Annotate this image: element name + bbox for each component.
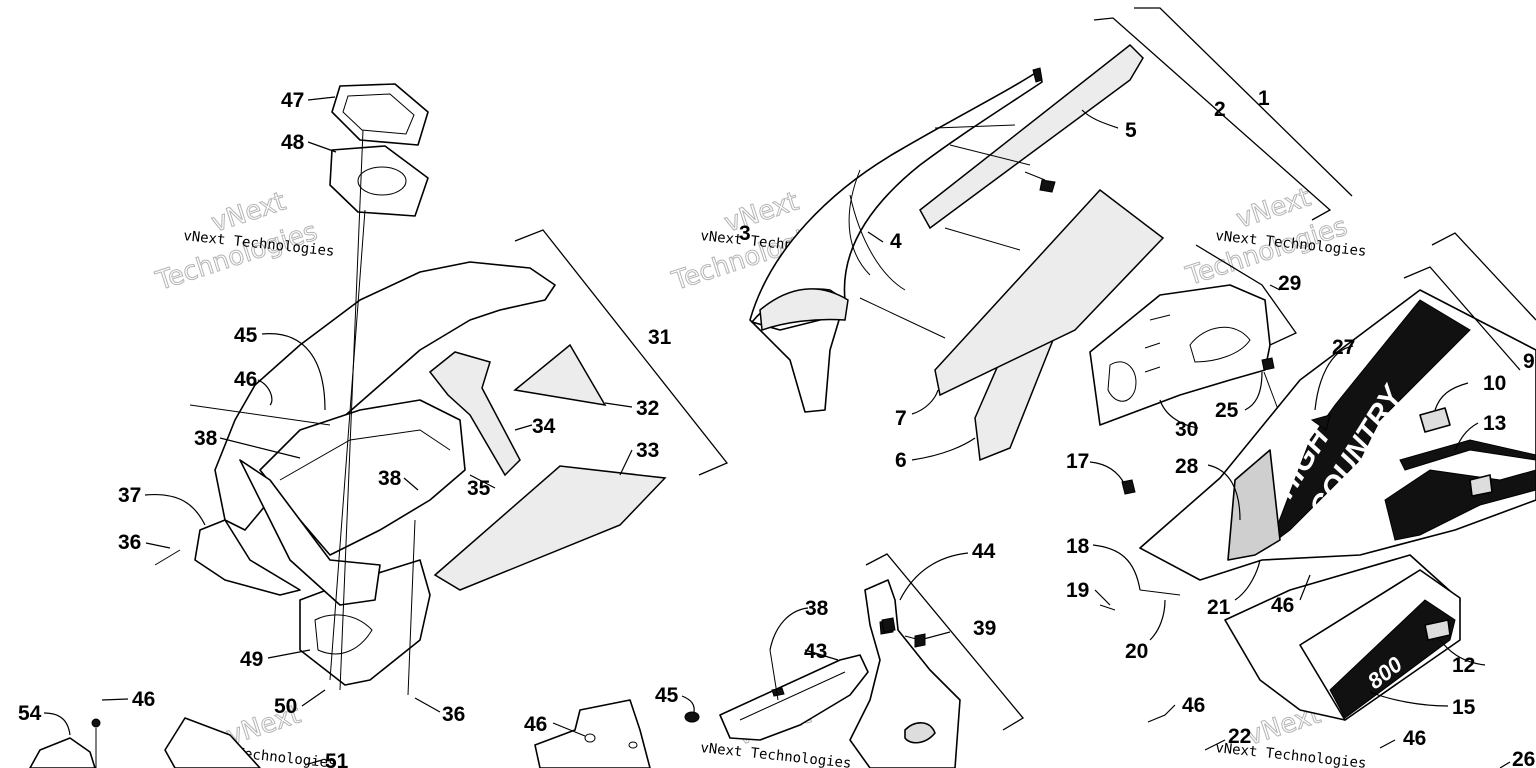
side-panel-assembly [749,67,1043,413]
callout-46e: 46 [1182,694,1205,717]
callout-46d: 46 [524,713,547,736]
callout-6: 6 [895,449,907,472]
callout-10: 10 [1483,372,1506,395]
callout-49: 49 [240,648,263,671]
side-panel-bottom-far-left [29,717,261,768]
side-panel-bottom-left [534,699,700,768]
callout-4: 4 [890,230,902,253]
callout-26: 26 [1512,748,1535,768]
callout-46a: 46 [234,368,257,391]
callout-48: 48 [281,131,305,154]
callout-15: 15 [1452,696,1476,719]
callout-37: 37 [118,484,141,507]
callout-19: 19 [1066,579,1089,602]
callout-51: 51 [325,750,349,768]
foam-pad-33 [433,465,667,591]
callout-12: 12 [1452,654,1475,677]
leader-lines-bottom [43,552,1024,768]
foam-pad-32 [513,343,607,407]
callout-labels: 1 2 3 4 5 6 7 9 10 12 13 15 17 18 19 20 … [18,87,1535,768]
callout-7: 7 [895,407,907,430]
callout-39: 39 [973,617,996,640]
foam-pad-7 [934,188,1165,397]
leader-lines-top [859,7,1353,461]
callout-38c: 38 [805,597,829,620]
callout-18: 18 [1066,535,1090,558]
air-guide-29 [1089,244,1297,429]
callout-38b: 38 [378,467,402,490]
callout-46b: 46 [1271,594,1294,617]
callout-50: 50 [274,695,297,718]
callout-5: 5 [1125,119,1137,142]
callout-54: 54 [18,702,42,725]
callout-34: 34 [532,415,556,438]
callout-1: 1 [1258,87,1270,110]
callout-43: 43 [804,640,827,663]
callout-47: 47 [281,89,304,112]
callout-13: 13 [1483,412,1506,435]
callout-32: 32 [636,397,659,420]
callout-35: 35 [467,477,491,500]
lower-hood-panel: 800 [1224,554,1461,721]
callout-30: 30 [1175,418,1198,441]
leader-lines-left [144,96,729,713]
callout-36a: 36 [118,531,141,554]
callout-45b: 45 [655,684,679,707]
callout-45a: 45 [234,324,258,347]
callout-27: 27 [1332,336,1355,359]
callout-25: 25 [1215,399,1239,422]
callout-46f: 46 [1403,727,1426,750]
foam-strip-5 [919,43,1144,230]
callout-3: 3 [739,222,751,245]
side-trim-43 [719,654,869,741]
callout-29: 29 [1278,272,1301,295]
callout-36b: 36 [442,703,465,726]
callout-17: 17 [1066,450,1089,473]
callout-46c: 46 [132,688,155,711]
callout-21: 21 [1207,596,1231,619]
watermark-text: vNext Technologies [700,740,853,768]
callout-9: 9 [1523,350,1535,373]
callout-28: 28 [1175,455,1199,478]
callout-22: 22 [1228,725,1251,748]
callout-2: 2 [1214,98,1226,121]
callout-38a: 38 [194,427,218,450]
callout-31: 31 [648,326,672,349]
callout-20: 20 [1125,640,1148,663]
leader-lines-right [1089,232,1536,768]
callout-44: 44 [972,540,996,563]
foam-block-34 [428,351,521,477]
plate-48 [329,145,429,217]
callout-33: 33 [636,439,659,462]
gasket-47 [331,83,429,146]
